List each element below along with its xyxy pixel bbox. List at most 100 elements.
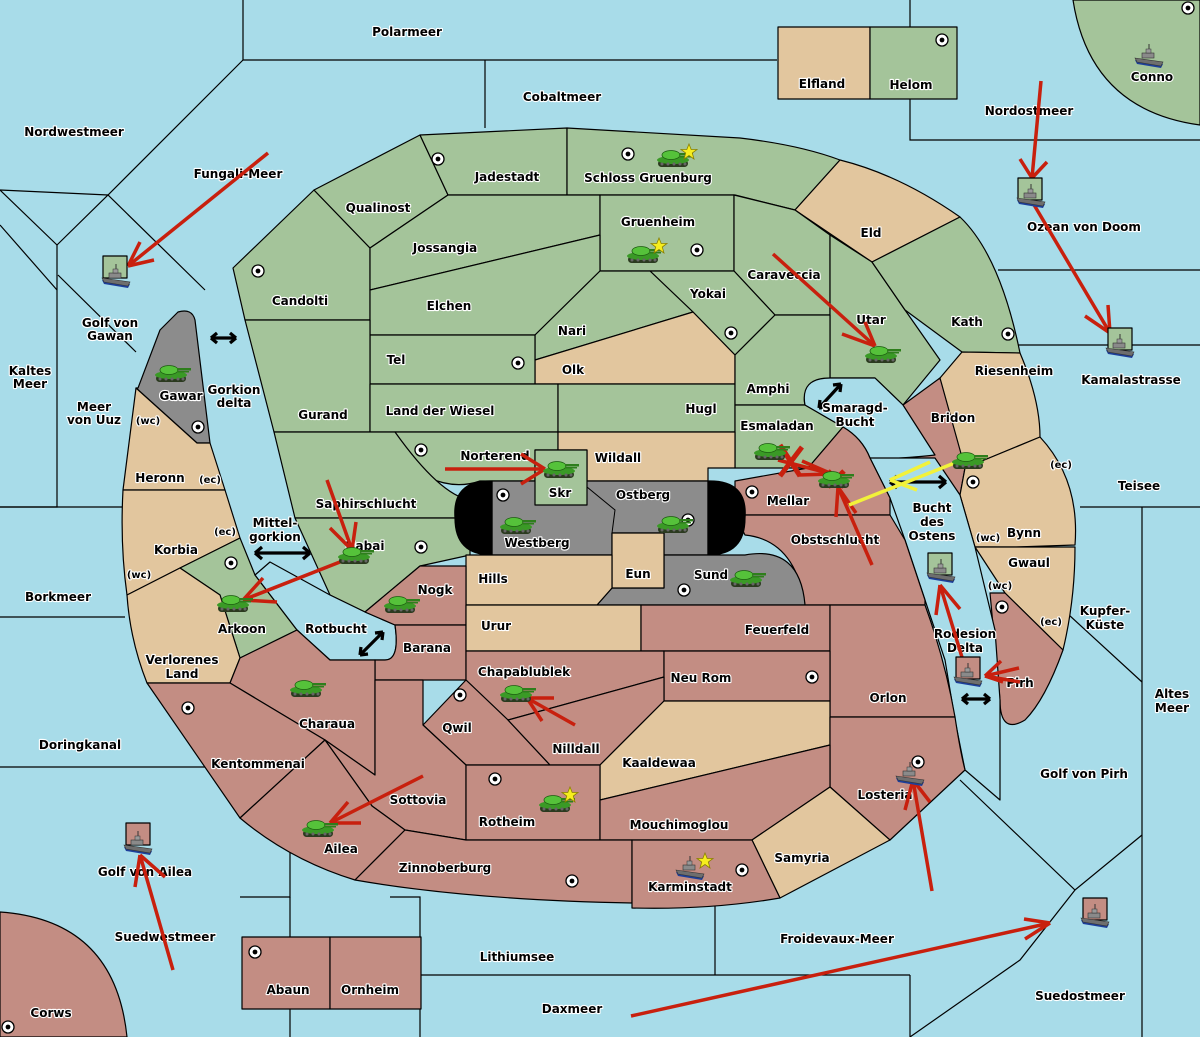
order-fungali-to-gawan [126, 151, 270, 268]
label-uuz1: Meer [77, 400, 111, 414]
label-neurom: Neu Rom [671, 671, 732, 685]
territory-heronn[interactable] [122, 387, 226, 491]
order-suedwestmeer-to-golf-ailea [133, 853, 175, 971]
label-pirh_gulf: Golf von Pirh [1040, 767, 1128, 781]
label-amphi: Amphi [746, 382, 789, 396]
label-bucht3: Ostens [909, 529, 956, 543]
label-yokai: Yokai [689, 287, 726, 301]
label-elchen: Elchen [427, 299, 472, 313]
label-charaua: Charaua [299, 717, 355, 731]
label-schloss: Schloss Gruenburg [584, 171, 712, 185]
coast-tag-bynn_ec: (ec) [1050, 460, 1072, 471]
label-gorkion1: Gorkion [208, 383, 261, 397]
label-uuz2: von Uuz [67, 413, 121, 427]
units[interactable] [101, 43, 1164, 929]
label-bridon: Bridon [931, 411, 976, 425]
fleet-rodesion-delta[interactable] [953, 656, 983, 688]
label-suedostmeer: Suedostmeer [1035, 989, 1125, 1003]
label-tel: Tel [387, 353, 406, 367]
label-norterend: Norterend [460, 449, 529, 463]
label-abaun: Abaun [266, 983, 309, 997]
label-arkoon: Arkoon [218, 622, 266, 636]
label-rodesion1: Rodesion [934, 627, 996, 641]
label-qualinost: Qualinost [346, 201, 411, 215]
order-nilldall-to-chapablublek [525, 696, 576, 727]
order-saphirschlucht-to-nabai [325, 479, 358, 552]
fleet-golf-von-ailea[interactable] [123, 822, 153, 856]
territory-land-der-wiesel[interactable] [369, 383, 559, 433]
territory-eun[interactable] [611, 532, 665, 589]
label-kamala: Kamalastrasse [1081, 373, 1181, 387]
fleet-bucht-des-ostens[interactable] [926, 552, 956, 584]
label-westberg: Westberg [504, 536, 569, 550]
order-bridon-supports-mellar [848, 460, 958, 507]
coast-tag-korbia_wc: (wc) [127, 570, 151, 581]
label-kaltes2: Meer [13, 377, 47, 391]
label-ostberg: Ostberg [616, 488, 670, 502]
label-helom: Helom [889, 78, 932, 92]
label-kupfer1: Kupfer- [1080, 604, 1130, 618]
label-kaaldewaa: Kaaldewaa [622, 756, 696, 770]
territory-verlorenes-land[interactable] [126, 567, 241, 684]
army-mellar-dislodged[interactable] [817, 469, 855, 489]
label-kaltes1: Kaltes [9, 364, 52, 378]
fleet-ozean-von-doom[interactable] [1016, 177, 1046, 209]
label-urur: Urur [481, 619, 511, 633]
label-mittel1: Mittel- [253, 516, 298, 530]
label-gruenheim: Gruenheim [621, 215, 695, 229]
label-gawan2: Gawan [87, 329, 133, 343]
label-nilldall: Nilldall [552, 742, 599, 756]
order-pirh-to-rodesion [983, 659, 1021, 684]
label-rotbucht: Rotbucht [305, 622, 367, 636]
label-kath: Kath [951, 315, 983, 329]
label-skr: Skr [549, 486, 572, 500]
label-gurand: Gurand [298, 408, 348, 422]
territory-pirh[interactable] [989, 592, 1064, 725]
label-bucht2: des [920, 515, 944, 529]
label-olk: Olk [562, 363, 585, 377]
order-daxmeer-to-suedostmeer [630, 917, 1051, 1018]
territory-elfland[interactable] [777, 26, 871, 100]
label-eld: Eld [861, 226, 882, 240]
territory-gruenheim[interactable] [599, 194, 735, 272]
label-fungali: Fungali-Meer [194, 167, 283, 181]
label-altes2: Meer [1155, 701, 1189, 715]
label-wildall: Wildall [595, 451, 641, 465]
label-chapa: Chapablublek [478, 665, 571, 679]
label-smaragd2: Bucht [835, 415, 874, 429]
label-pirh: Pirh [1006, 676, 1033, 690]
fleet-suedostmeer[interactable] [1080, 897, 1110, 929]
label-hugl: Hugl [685, 402, 716, 416]
label-riesenheim: Riesenheim [975, 364, 1054, 378]
territory-corws[interactable] [0, 911, 128, 1037]
label-rotheim: Rotheim [479, 815, 536, 829]
fleet-golf-von-gawan[interactable] [101, 255, 131, 289]
label-saphir: Saphirschlucht [316, 497, 417, 511]
label-elfland: Elfland [799, 77, 845, 91]
territory-ornheim[interactable] [329, 936, 422, 1010]
label-smaragd1: Smaragd- [822, 401, 887, 415]
territory-karminstadt[interactable] [631, 839, 781, 909]
territory-urur[interactable] [465, 604, 642, 652]
label-mouchi: Mouchimoglou [630, 818, 729, 832]
label-korbia: Korbia [154, 543, 198, 557]
coast-tag-bynn_wc: (wc) [976, 533, 1000, 544]
label-froidevaux: Froidevaux-Meer [780, 932, 894, 946]
label-ailea: Ailea [324, 842, 358, 856]
label-mellar: Mellar [767, 494, 809, 508]
label-bucht1: Bucht [912, 501, 951, 515]
territory-neu-rom[interactable] [663, 650, 831, 702]
order-nordostmeer-to-ozean [1018, 80, 1049, 180]
label-conno: Conno [1131, 70, 1173, 84]
label-kupfer2: Küste [1086, 618, 1125, 632]
label-doringkanal: Doringkanal [39, 738, 121, 752]
fleet-kamalastrasse[interactable] [1105, 327, 1135, 359]
label-gwaul: Gwaul [1008, 556, 1050, 570]
coast-tag-gwaul_wc: (wc) [988, 581, 1012, 592]
label-teisee: Teisee [1118, 479, 1160, 493]
label-bynn: Bynn [1007, 526, 1041, 540]
label-verlorenes2: Land [166, 667, 199, 681]
label-caraveccia: Caraveccia [747, 268, 820, 282]
